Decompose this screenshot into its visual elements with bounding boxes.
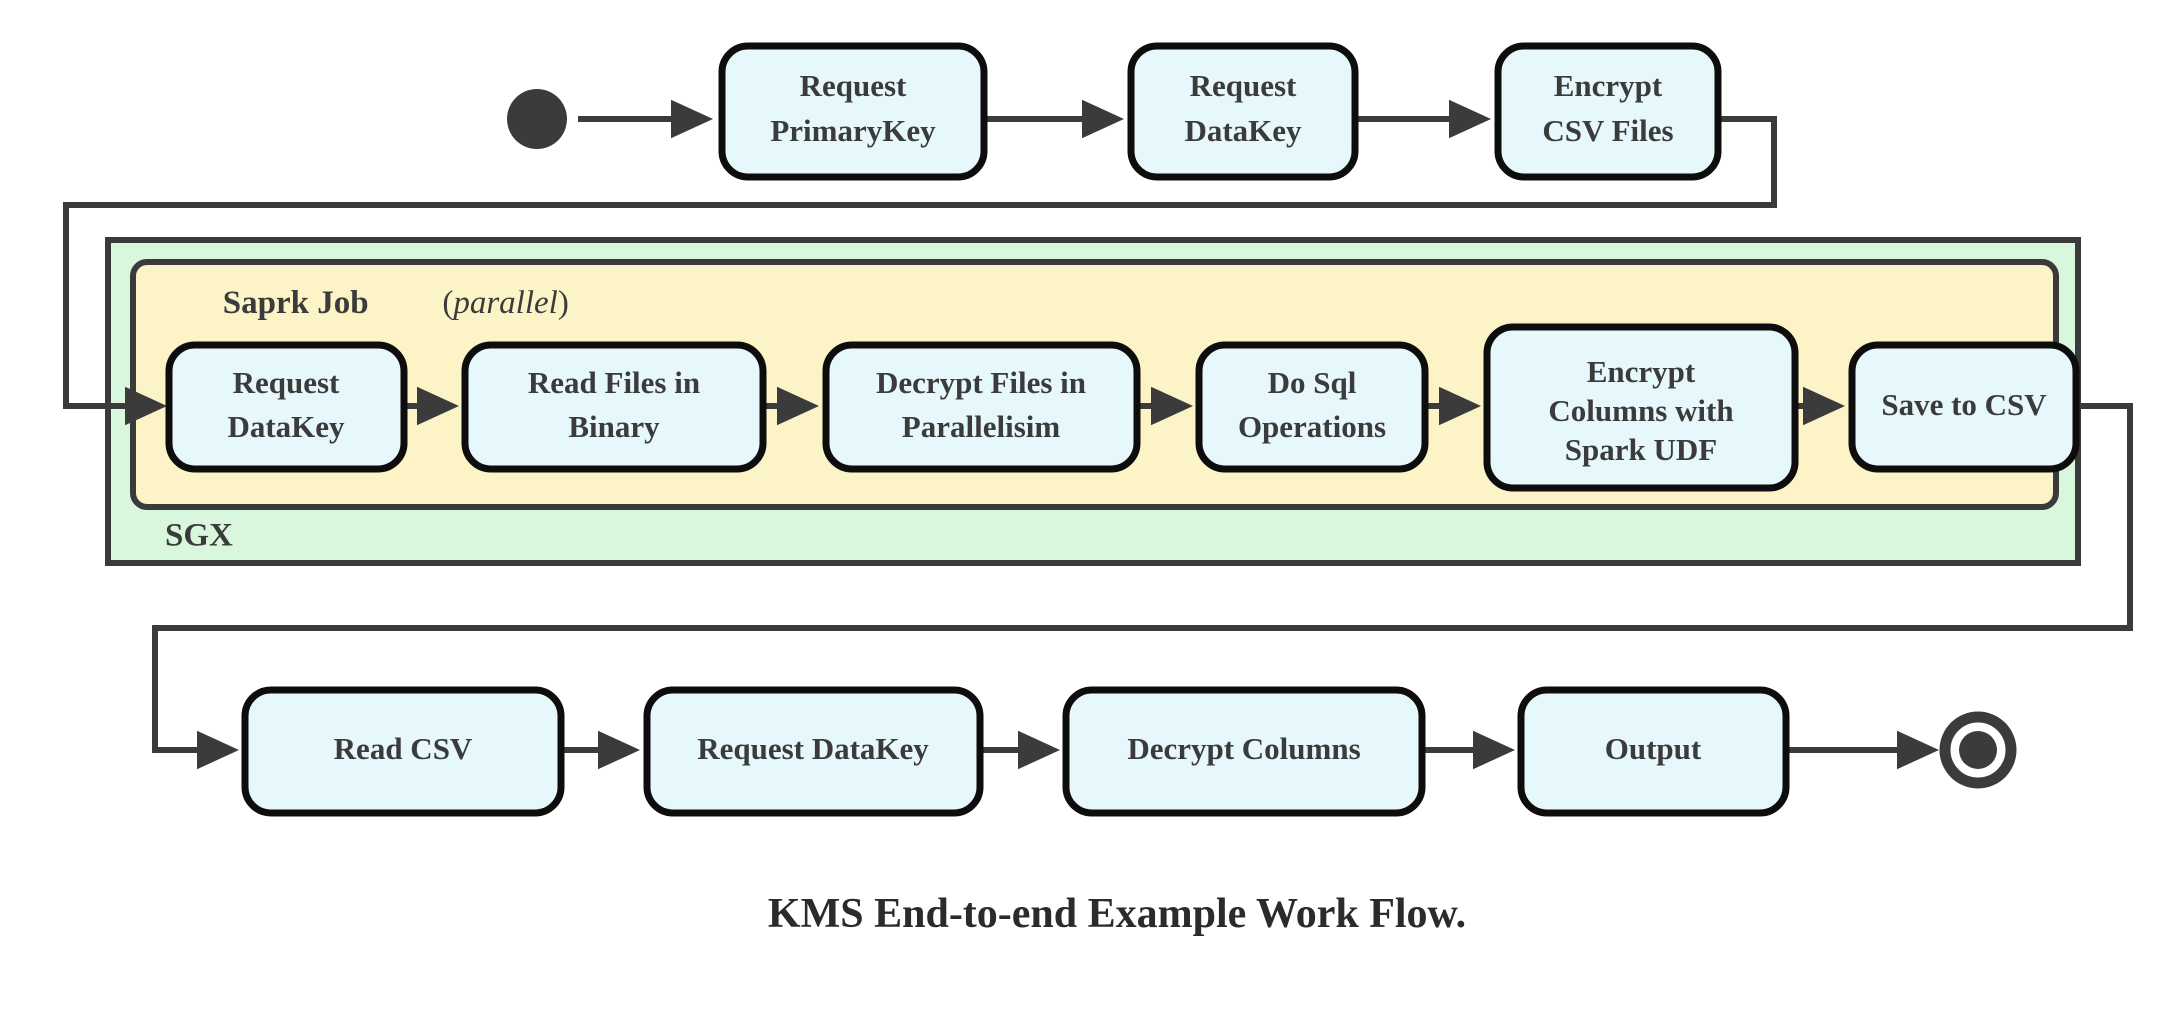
node-request-datakey-spark[interactable]: Request DataKey <box>165 341 408 473</box>
node-encrypt-columns-with-spark-udf-line-2: Spark UDF <box>1565 432 1717 467</box>
node-output-line-0: Output <box>1605 731 1702 766</box>
spark-job-label-paren-open: ( <box>442 285 453 321</box>
node-encrypt-columns-with-spark-udf[interactable]: Encrypt Columns with Spark UDF <box>1483 323 1799 492</box>
node-request-primarykey[interactable]: Request PrimaryKey <box>718 42 988 181</box>
node-do-sql-operations-line-0: Do Sql <box>1268 365 1357 400</box>
diagram-caption: KMS End-to-end Example Work Flow. <box>768 891 1466 937</box>
spark-job-label: Saprk Job (parallel) <box>165 285 610 321</box>
node-encrypt-csv-files[interactable]: Encrypt CSV Files <box>1494 42 1722 181</box>
node-request-primarykey-line-0: Request <box>800 68 907 103</box>
node-read-files-in-binary-line-1: Binary <box>568 409 660 444</box>
node-request-datakey-top-line-0: Request <box>1190 68 1297 103</box>
edge-save-csv-to-read-csv <box>152 403 2133 770</box>
node-read-csv[interactable]: Read CSV <box>241 686 565 817</box>
node-do-sql-operations-line-1: Operations <box>1238 409 1386 444</box>
node-do-sql-operations[interactable]: Do Sql Operations <box>1195 341 1429 473</box>
node-decrypt-files-in-parallelisim-line-1: Parallelisim <box>902 409 1061 444</box>
node-decrypt-columns-line-0: Decrypt Columns <box>1127 731 1360 766</box>
node-request-datakey-top-line-1: DataKey <box>1184 113 1302 148</box>
spark-job-label-note: parallel <box>451 285 558 321</box>
node-save-to-csv[interactable]: Save to CSV <box>1848 341 2080 473</box>
node-request-datakey-bottom[interactable]: Request DataKey <box>643 686 984 817</box>
spark-job-label-paren-close: ) <box>558 285 569 321</box>
node-request-primarykey-line-1: PrimaryKey <box>770 113 936 148</box>
node-decrypt-columns[interactable]: Decrypt Columns <box>1062 686 1426 817</box>
node-encrypt-columns-with-spark-udf-line-1: Columns with <box>1548 393 1733 428</box>
sgx-label: SGX <box>165 518 233 554</box>
node-read-files-in-binary[interactable]: Read Files in Binary <box>461 341 767 473</box>
node-save-to-csv-line-0: Save to CSV <box>1881 387 2047 422</box>
node-encrypt-csv-files-line-0: Encrypt <box>1554 68 1663 103</box>
node-request-datakey-spark-line-1: DataKey <box>227 409 345 444</box>
node-encrypt-csv-files-line-1: CSV Files <box>1542 113 1673 148</box>
final-state-dot <box>1959 731 1997 769</box>
spark-job-label-main: Saprk Job <box>223 285 369 321</box>
node-output[interactable]: Output <box>1517 686 1790 817</box>
node-encrypt-columns-with-spark-udf-line-0: Encrypt <box>1587 354 1696 389</box>
node-request-datakey-top[interactable]: Request DataKey <box>1127 42 1359 181</box>
node-request-datakey-spark-line-0: Request <box>233 365 340 400</box>
node-decrypt-files-in-parallelisim-line-0: Decrypt Files in <box>876 365 1086 400</box>
node-request-datakey-bottom-line-0: Request DataKey <box>697 731 929 766</box>
node-decrypt-files-in-parallelisim[interactable]: Decrypt Files in Parallelisim <box>822 341 1141 473</box>
node-read-files-in-binary-line-0: Read Files in <box>528 365 700 400</box>
initial-state-node <box>507 89 567 149</box>
edge-encrypt-csv-to-spark-datakey <box>63 116 1777 426</box>
node-read-csv-line-0: Read CSV <box>334 731 473 766</box>
